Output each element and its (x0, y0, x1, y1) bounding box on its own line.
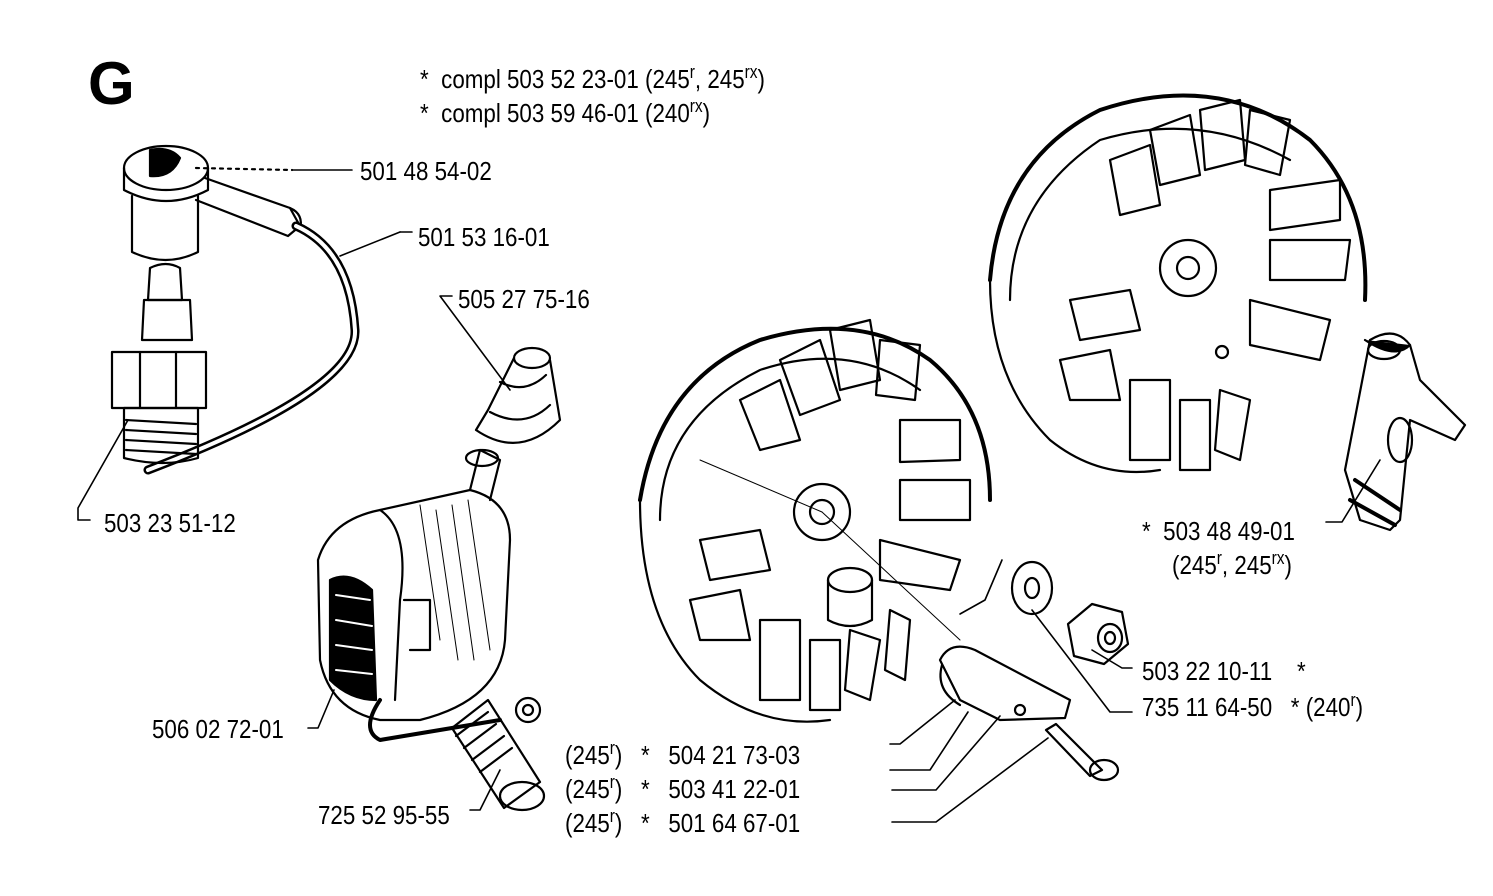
label-list-c: (245r) * 501 64 67-01 (565, 806, 801, 838)
flywheel-rear (988, 93, 1368, 474)
label-coil-screw: 725 52 95-55 (318, 800, 450, 830)
flywheel-nut (1066, 602, 1130, 666)
section-letter: G (88, 50, 135, 117)
flywheel-front (638, 318, 992, 723)
label-list-b: (245r) * 503 41 22-01 (565, 772, 801, 804)
label-spark-plug: 503 23 51-12 (104, 508, 236, 538)
coil-screw (450, 698, 546, 812)
spark-plug (110, 262, 208, 465)
label-nipple: 505 27 75-16 (458, 284, 590, 314)
ignition-lead (143, 221, 360, 475)
washer (1010, 560, 1054, 616)
header-note-2: * compl 503 59 46-01 (240rx) (420, 96, 711, 128)
spark-plug-cap (122, 144, 302, 262)
label-pawl: * 503 48 49-01 (1142, 516, 1295, 546)
label-washer: 735 11 64-50 * (240r) (1142, 690, 1364, 722)
connector-nipple (474, 346, 562, 444)
label-pawl-note: (245r, 245rx) (1172, 548, 1293, 580)
label-nut: 503 22 10-11 * (1142, 656, 1306, 686)
pawl-screw (1044, 722, 1120, 782)
starter-pawl (1343, 332, 1467, 532)
pawl-plate (938, 645, 1072, 722)
label-cap: 501 48 54-02 (360, 156, 492, 186)
header-note-1: * compl 503 52 23-01 (245r, 245rx) (420, 62, 766, 94)
label-list-a: (245r) * 504 21 73-03 (565, 738, 801, 770)
label-coil: 506 02 72-01 (152, 714, 284, 744)
label-lead: 501 53 16-01 (418, 222, 550, 252)
leader-lines (77, 169, 1381, 823)
ignition-coil (316, 448, 542, 742)
